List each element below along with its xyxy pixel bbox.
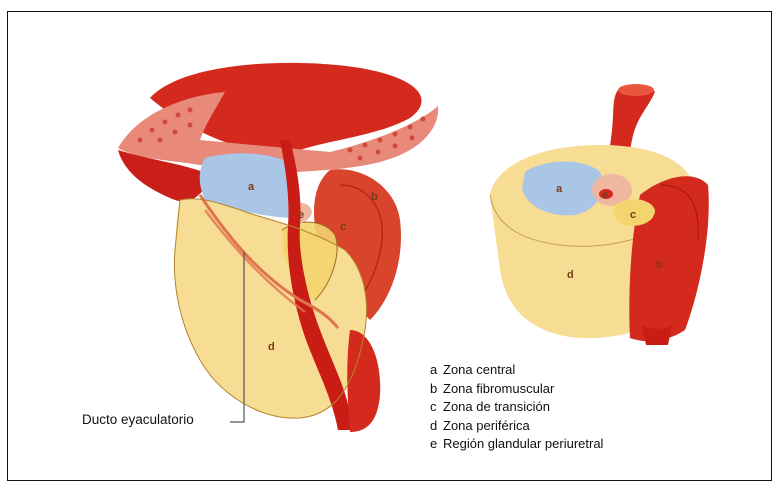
label-a-left: a [248,181,255,193]
legend-text: Zona periférica [443,418,530,433]
legend-letter: a [430,361,443,380]
label-d-right: d [567,269,574,281]
label-c-left: c [340,221,346,233]
legend-letter: e [430,435,443,454]
label-d-left: d [268,341,275,353]
sagittal-prostate-diagram: a b c d e [118,63,438,432]
legend-text: Zona fibromuscular [443,381,554,396]
transverse-prostate-diagram: a b c d e [490,84,709,345]
ejaculatory-duct-label: Ducto eyaculatorio [82,412,194,427]
label-a-right: a [556,183,563,195]
legend-letter: d [430,417,443,436]
legend-text: Zona de transición [443,399,550,414]
label-b-left: b [371,191,378,203]
legend-letter: b [430,380,443,399]
label-c-right: c [630,209,636,221]
legend-letter: c [430,398,443,417]
external-sphincter [347,330,380,432]
label-b-right: b [656,259,663,271]
label-e-right: e [602,189,608,201]
legend-text: Zona central [443,362,515,377]
legend-text: Región glandular periuretral [443,436,603,451]
label-e-left: e [298,209,304,221]
